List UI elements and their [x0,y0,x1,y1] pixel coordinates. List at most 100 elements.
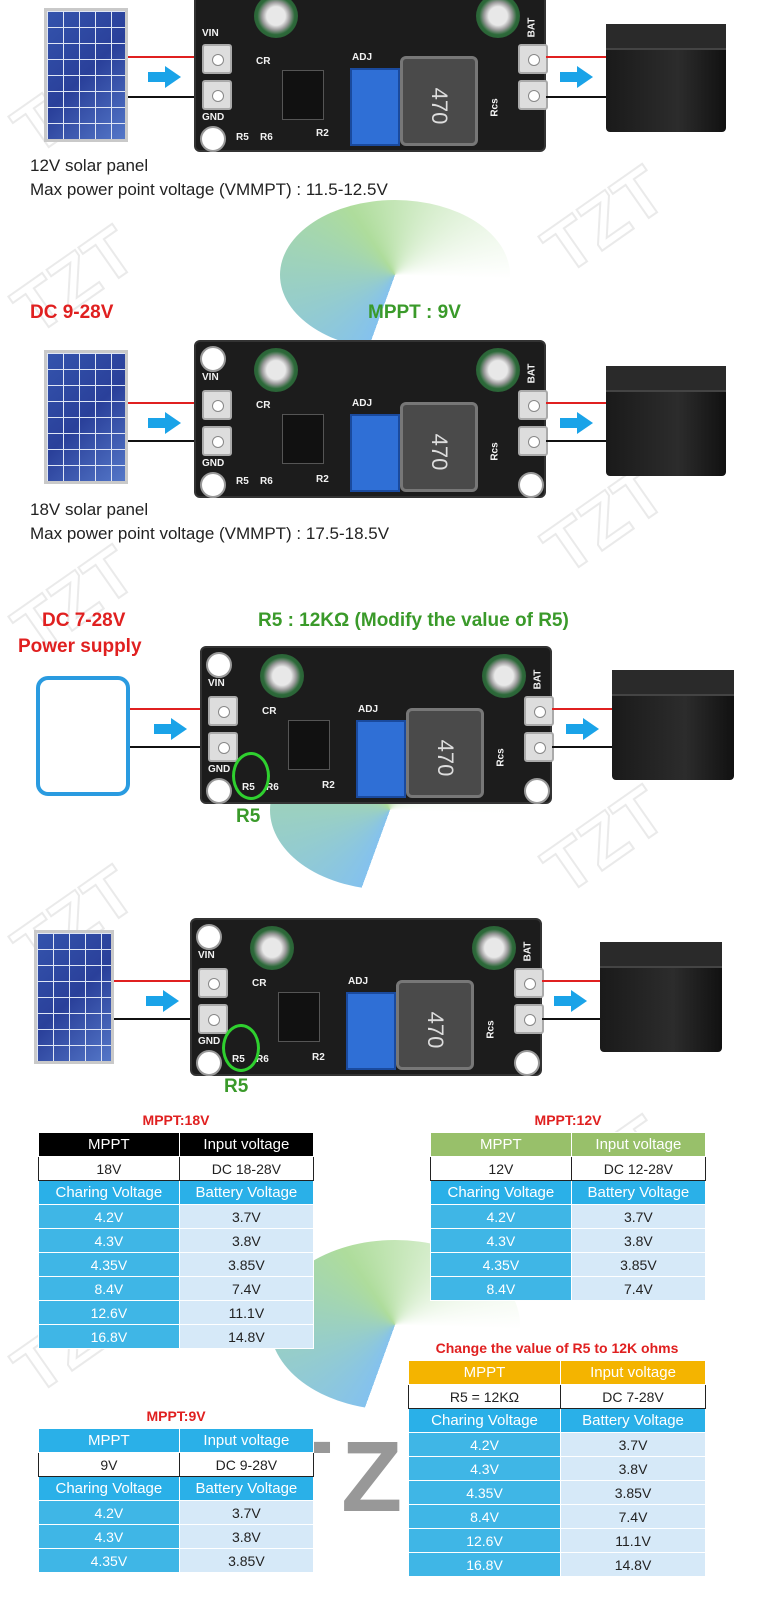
cell: 4.3V [430,1228,572,1253]
cell: 3.85V [560,1480,706,1505]
cell: 16.8V [38,1324,180,1349]
cell: 4.35V [407,1480,562,1505]
power-supply-box [36,676,130,796]
potentiometer [356,720,406,798]
mount-hole [200,126,226,152]
r6-label: R6 [256,1054,269,1065]
cell: 3.8V [178,1228,315,1253]
capacitor [476,348,520,392]
wire-negative [128,96,208,98]
cell: 3.85V [178,1548,315,1573]
cell: 12.6V [407,1528,562,1553]
wire-positive [130,708,210,710]
cell: 4.3V [38,1228,180,1253]
battery [606,366,726,476]
rcs-label: Rcs [485,1020,497,1039]
cell: 3.85V [178,1252,315,1277]
bat-label: BAT [526,363,538,384]
cell: 16.8V [407,1552,562,1577]
table-caption-18v: MPPT:18V [142,1112,210,1128]
cell: 3.8V [560,1456,706,1481]
gnd-label: GND [202,458,225,469]
input-voltage-label: DC 7-28V [42,610,126,631]
solar-panel [44,350,128,484]
wire-positive [546,56,612,58]
header-charging-voltage: Charing Voltage [430,1180,572,1205]
cell: 4.3V [38,1524,180,1549]
input-voltage-value: DC 12-28V [570,1156,707,1181]
r5-modify-title: R5 : 12KΩ (Modify the value of R5) [258,610,569,631]
battery [612,670,734,780]
rcs-label: Rcs [489,442,501,461]
cell: 7.4V [560,1504,706,1529]
input-voltage-value: DC 18-28V [178,1156,315,1181]
input-voltage-label: DC 9-28V [30,302,114,323]
cr-label: CR [262,706,277,717]
arrow-right-icon [560,66,594,88]
cell: 7.4V [178,1276,315,1301]
arrow-right-icon [560,412,594,434]
vin-label: VIN [198,950,215,961]
cell: 8.4V [430,1276,572,1301]
header-mppt: MPPT [407,1360,562,1385]
table-caption-9v: MPPT:9V [146,1408,206,1424]
cell: 12.6V [38,1300,180,1325]
capacitor [482,654,526,698]
inductor: 470 [400,402,478,492]
adj-label: ADJ [352,52,373,63]
input-voltage-value: DC 9-28V [178,1452,315,1477]
watermark: TZT [0,210,150,349]
table-caption-12v: MPPT:12V [534,1112,602,1128]
mount-hole [206,652,232,678]
cell: 4.2V [430,1204,572,1229]
vin-terminal [202,44,232,74]
r6-label: R6 [260,132,273,143]
header-input-voltage: Input voltage [570,1132,707,1157]
capacitor [250,926,294,970]
cell: 4.35V [38,1548,180,1573]
bat-minus-terminal [514,1004,544,1034]
wire-positive [546,402,612,404]
r5-highlight-ring [222,1024,260,1072]
header-charging-voltage: Charing Voltage [38,1476,180,1501]
input-voltage-value: DC 7-28V [560,1384,706,1409]
cell: 3.7V [560,1432,706,1457]
wire-negative [552,746,618,748]
arrow-right-icon [554,990,588,1012]
cell: 3.8V [570,1228,707,1253]
r6-label: R6 [260,476,273,487]
mount-hole [524,778,550,804]
gnd-label: GND [198,1036,221,1047]
header-input-voltage: Input voltage [178,1132,315,1157]
ic-chip [278,992,320,1042]
gnd-terminal [202,80,232,110]
wire-positive [114,980,194,982]
header-battery-voltage: Battery Voltage [560,1408,706,1433]
potentiometer [350,414,400,492]
r5-highlight-ring [232,752,270,800]
inductor-label: 470 [427,433,452,470]
vin-label: VIN [208,678,225,689]
cell: 3.8V [178,1524,315,1549]
mppt-board: VIN GND CR ADJ 470 R5 R6 R2 Rcs BAT [194,340,548,498]
mppt-value: R5 = 12KΩ [407,1384,562,1409]
inductor-label: 470 [427,87,452,124]
power-supply-label: Power supply [18,636,142,657]
header-input-voltage: Input voltage [560,1360,706,1385]
adj-label: ADJ [348,976,369,987]
vin-terminal [198,968,228,998]
panel-caption: 18V solar panel [30,500,149,519]
solar-panel [34,930,114,1064]
header-input-voltage: Input voltage [178,1428,315,1453]
vin-label: VIN [202,372,219,383]
